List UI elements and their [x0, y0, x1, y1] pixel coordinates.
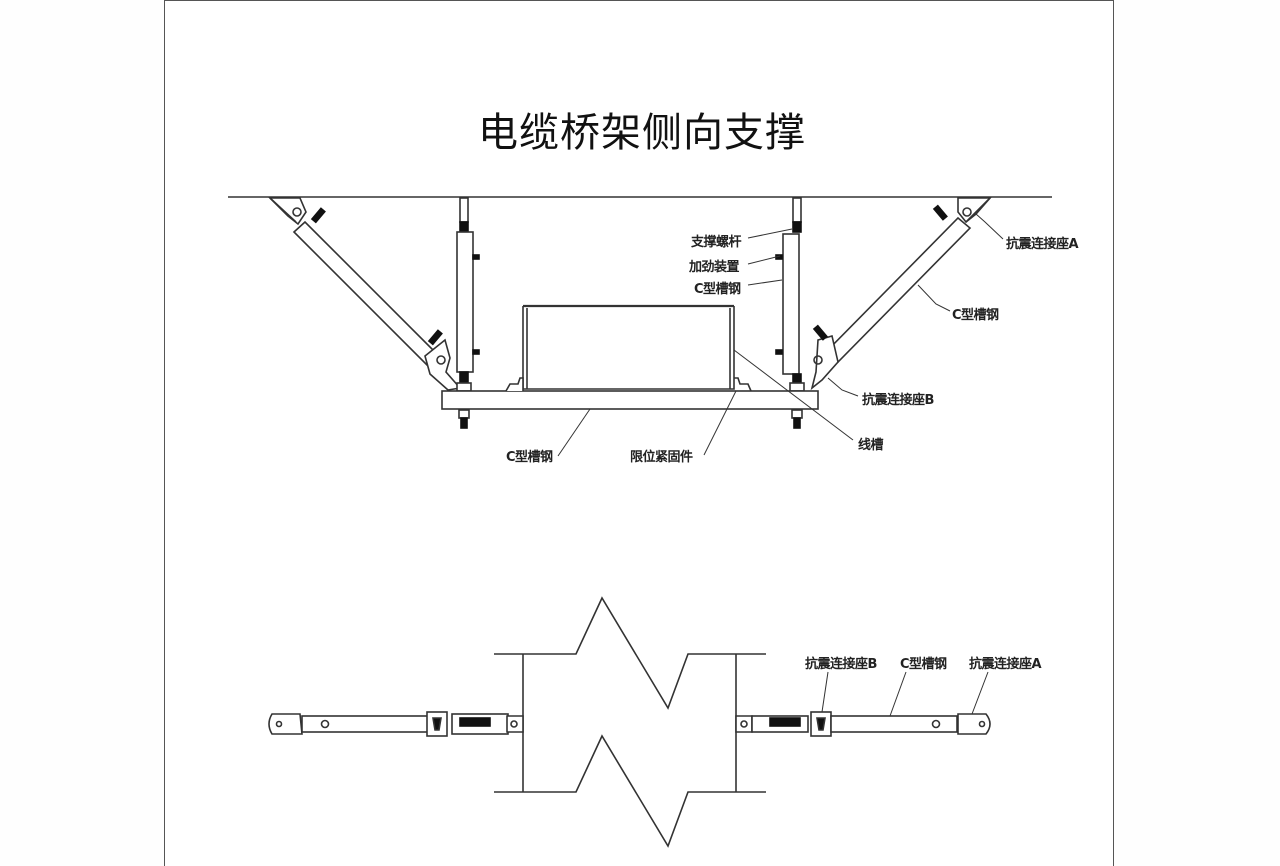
plan-left-connector-a: [268, 713, 303, 735]
right-connector-b: [810, 334, 839, 391]
left-brace-bolts: [310, 207, 443, 346]
left-brace-channel: [292, 220, 445, 372]
right-vertical-hanger: [775, 197, 805, 429]
label-c-channel-crossarm: C型槽钢: [506, 450, 553, 465]
plan-label-seismic-connector-b: 抗震连接座B: [805, 657, 877, 672]
left-diagonal-brace: [268, 197, 462, 391]
left-vertical-hanger: [456, 197, 480, 429]
plan-right-connector-a: [957, 713, 991, 735]
label-c-channel-vertical: C型槽钢: [694, 282, 741, 297]
label-c-channel-brace: C型槽钢: [952, 308, 999, 323]
right-vertical-c-channel: [782, 233, 800, 375]
plan-leader-lines: [821, 671, 989, 717]
right-diagonal-brace: [810, 197, 992, 391]
label-stiffener: 加劲装置: [689, 260, 740, 275]
label-seismic-connector-b: 抗震连接座B: [862, 393, 934, 408]
diagram-title: 电缆桥架侧向支撑: [478, 110, 806, 156]
plan-cable-tray-break: [494, 596, 766, 848]
left-connector-b: [424, 338, 462, 391]
label-support-rod: 支撑螺杆: [691, 235, 742, 250]
plan-right-c-channel: [830, 715, 958, 733]
left-connector-a: [268, 197, 307, 226]
label-cable-tray: 线槽: [858, 438, 884, 453]
right-limit-fastener: [734, 377, 752, 392]
cable-tray: [505, 304, 752, 392]
left-support-rod-top: [459, 197, 469, 223]
right-brace-bolts: [812, 204, 948, 341]
crossarm-c-channel: [441, 390, 819, 410]
left-limit-fastener: [505, 377, 524, 392]
plan-right-brace: [735, 711, 991, 737]
leader-lines: [557, 213, 1004, 457]
right-brace-channel: [824, 216, 972, 364]
plan-label-seismic-connector-a: 抗震连接座A: [969, 657, 1042, 672]
plan-label-c-channel: C型槽钢: [900, 657, 947, 672]
right-support-rod-top: [792, 197, 802, 223]
left-vertical-c-channel: [456, 231, 474, 373]
label-seismic-connector-a: 抗震连接座A: [1006, 237, 1079, 252]
plan-left-brace: [268, 711, 524, 737]
label-limit-fastener: 限位紧固件: [630, 450, 693, 465]
